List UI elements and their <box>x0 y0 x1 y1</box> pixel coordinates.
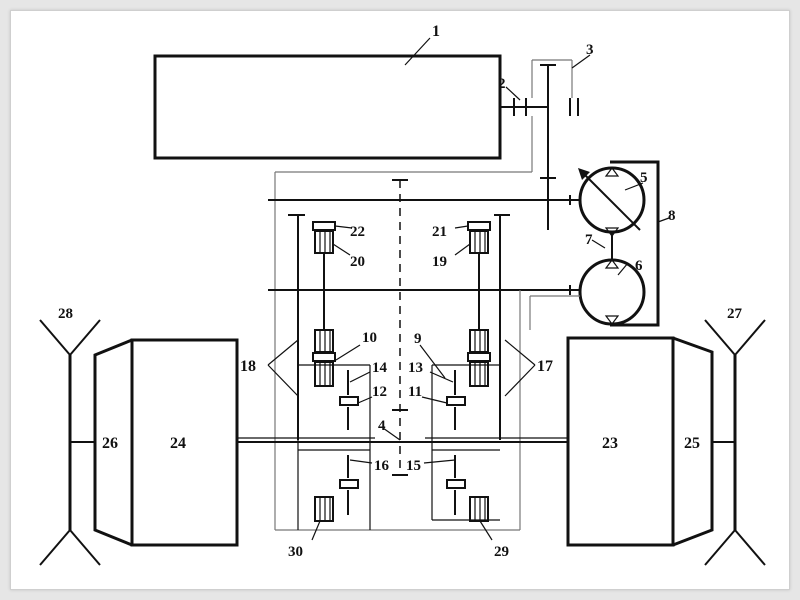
right-planetary-set <box>431 364 500 522</box>
pump-triangle-icon <box>604 167 620 177</box>
right-sprocket-arm-b <box>734 319 766 356</box>
left-sprocket-arm-d <box>69 529 101 566</box>
engine-block <box>153 54 502 160</box>
label-12: 12 <box>372 384 387 400</box>
leader-lines <box>267 37 670 541</box>
label-29: 29 <box>494 544 509 560</box>
label-8: 8 <box>668 208 676 224</box>
right-sprocket-arm-d <box>734 529 766 566</box>
label-15: 15 <box>406 458 421 474</box>
label-10: 10 <box>362 330 377 346</box>
label-6: 6 <box>635 258 643 274</box>
arrow-head-icon <box>578 168 590 180</box>
clutch-left-mid <box>312 329 336 387</box>
label-3: 3 <box>586 42 594 58</box>
label-26: 26 <box>102 435 118 452</box>
label-21: 21 <box>432 224 447 240</box>
label-24: 24 <box>170 435 186 452</box>
pump-variable-arrow <box>579 169 641 231</box>
left-sprocket-arm-c <box>39 529 71 566</box>
label-20: 20 <box>350 254 365 270</box>
label-7: 7 <box>585 232 593 248</box>
label-16: 16 <box>374 458 390 474</box>
label-23: 23 <box>602 435 618 452</box>
left-sprocket-arm-b <box>69 319 101 356</box>
final-drive-left <box>130 338 239 547</box>
clutch-right-mid <box>467 329 491 387</box>
label-9: 9 <box>414 331 422 347</box>
motor-triangle-icon <box>604 259 620 269</box>
label-18: 18 <box>240 358 256 375</box>
clutch-20 <box>312 221 336 330</box>
hydraulic-frame <box>610 160 660 327</box>
label-5: 5 <box>640 170 648 186</box>
label-13: 13 <box>408 360 423 376</box>
motor-triangle-bottom-icon <box>604 315 620 325</box>
label-22: 22 <box>350 224 365 240</box>
label-25: 25 <box>684 435 700 452</box>
label-2: 2 <box>498 76 506 92</box>
label-30: 30 <box>288 544 303 560</box>
right-sprocket-arm-a <box>704 319 736 356</box>
label-1: 1 <box>432 23 440 40</box>
label-19: 19 <box>432 254 447 270</box>
left-planetary-set <box>297 364 371 530</box>
final-drive-right <box>566 336 675 547</box>
label-28: 28 <box>58 306 73 322</box>
label-14: 14 <box>372 360 388 376</box>
clutch-19 <box>467 221 491 330</box>
label-11: 11 <box>408 384 422 400</box>
pump-triangle-bottom-icon <box>604 227 620 237</box>
label-27: 27 <box>727 306 743 322</box>
hydraulic-pump <box>578 166 646 234</box>
right-sprocket-arm-c <box>704 529 736 566</box>
label-17: 17 <box>537 358 553 375</box>
label-4: 4 <box>378 418 386 434</box>
left-sprocket-arm-a <box>39 319 71 356</box>
